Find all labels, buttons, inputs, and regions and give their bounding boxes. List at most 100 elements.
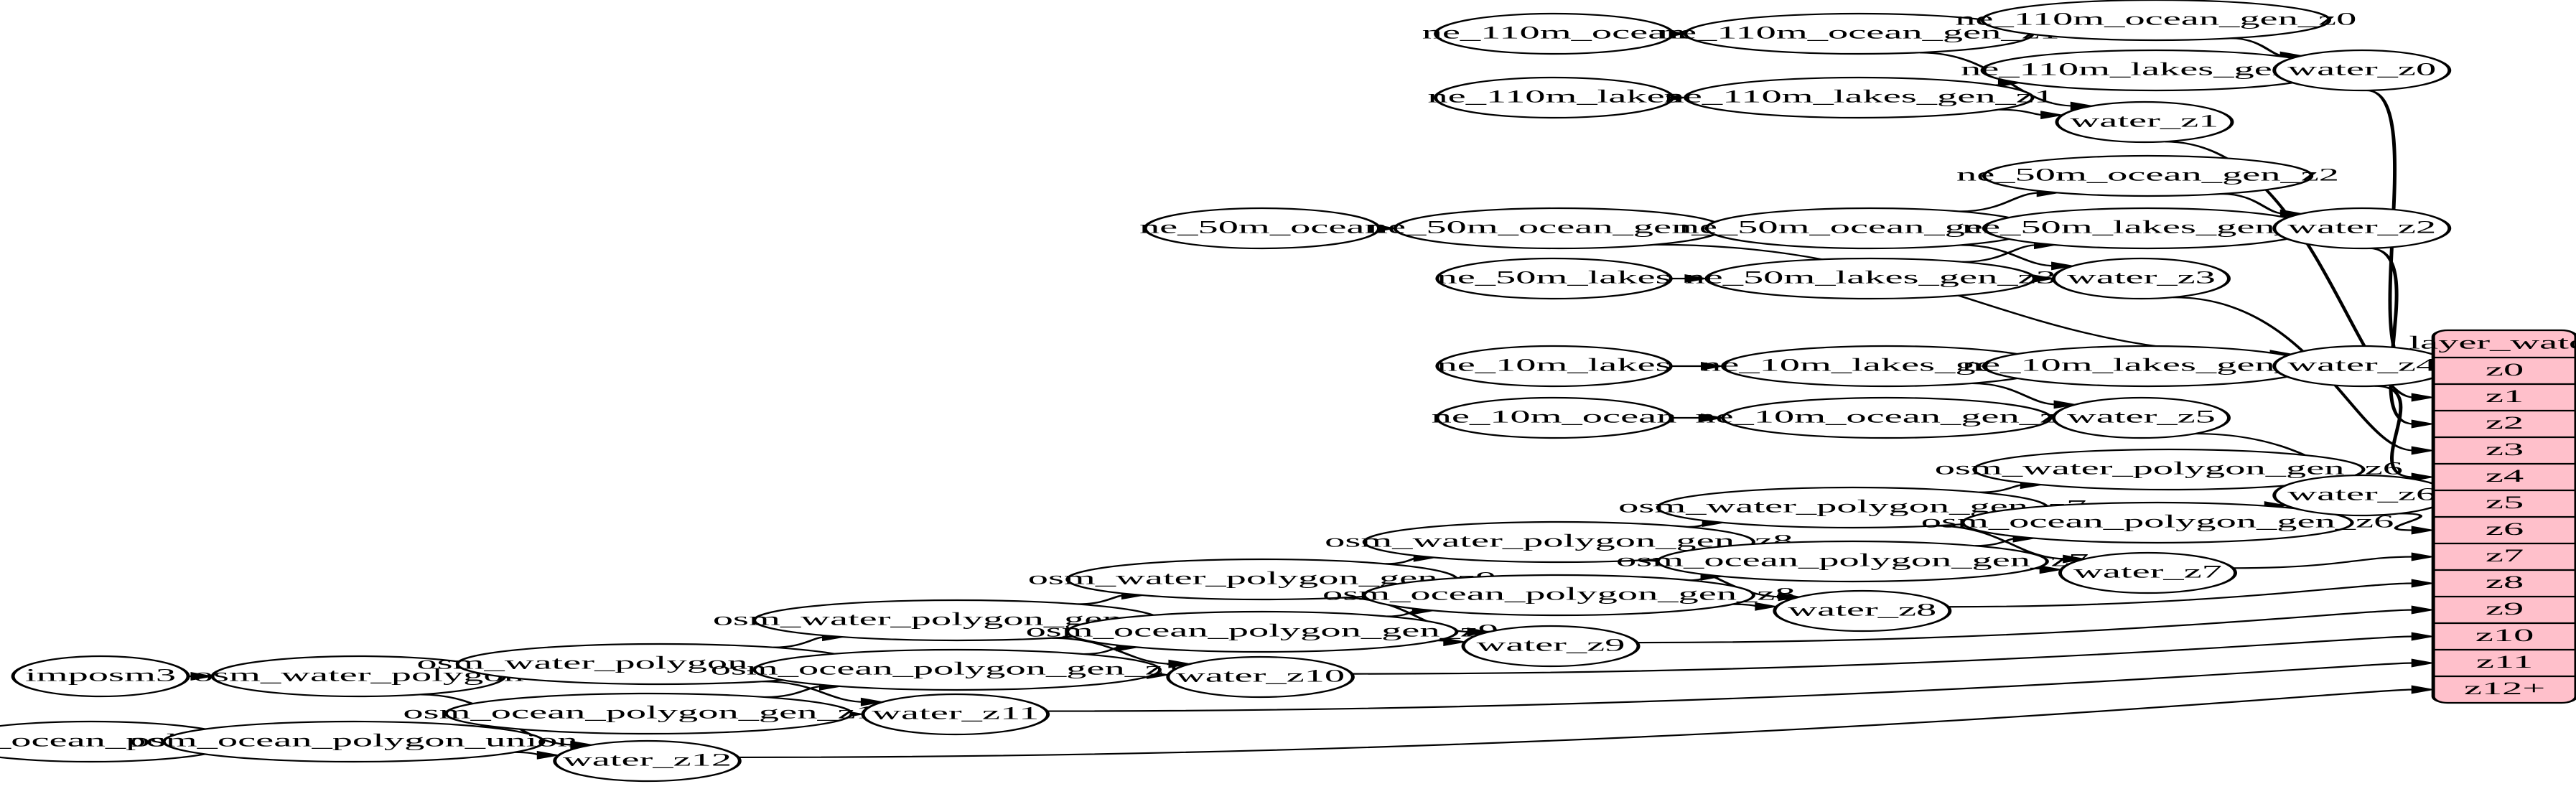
edge-osm_water_polygon_gen_z7-to-water_z7 [1934,525,2067,560]
node-ne_10m_lakes_gen_z5[interactable]: ne_10m_lakes_gen_z5 [1701,345,2072,388]
node-osm_water_polygon_gen_z6[interactable]: osm_water_polygon_gen_z6 [1935,448,2403,491]
node-water_z8[interactable]: water_z8 [1773,589,1952,632]
layer-water-row-z11[interactable]: z11 [2476,652,2533,671]
layer-water-row-z10[interactable]: z10 [2475,625,2534,645]
layer-water-row-z8[interactable]: z8 [2486,572,2524,592]
node-shape-water_z5 [2051,396,2231,439]
node-ne_110m_ocean[interactable]: ne_110m_ocean [1422,12,1686,55]
arrow-head [2411,446,2436,455]
node-ne_110m_lakes[interactable]: ne_110m_lakes [1427,76,1681,119]
node-osm_ocean_polygon_gen_z9[interactable]: osm_ocean_polygon_gen_z9 [1026,610,1499,653]
node-osm_water_polygon_gen_z10[interactable]: osm_water_polygon_gen_z10 [713,599,1201,642]
layer-water-row-z0[interactable]: z0 [2486,360,2524,379]
node-osm_ocean_polygon_gen_z8[interactable]: osm_ocean_polygon_gen_z8 [1322,574,1796,617]
node-osm_ocean_polygon_union[interactable]: osm_ocean_polygon_union [130,720,578,763]
node-ne_110m_lakes_gen_z1[interactable]: ne_110m_lakes_gen_z1 [1664,76,2055,119]
arrow-head [1778,592,1803,602]
edge-ne_50m_ocean_gen_z2-to-water_z2 [2221,192,2285,215]
edge-ne_110m_lakes_gen_z1-to-water_z1 [1998,108,2045,116]
node-label-ne_50m_ocean_gen_z2: ne_50m_ocean_gen_z2 [1956,165,2339,185]
node-osm_ocean_polygon_gen_z11[interactable]: osm_ocean_polygon_gen_z11 [403,692,895,735]
node-water_z11[interactable]: water_z11 [861,693,1050,736]
node-label-osm_water_polygon_gen_z6: osm_water_polygon_gen_z6 [1935,459,2403,478]
layer-water-row-z6[interactable]: z6 [2486,519,2524,538]
node-imposm3[interactable]: imposm3 [11,655,190,698]
arrow-head [190,672,215,681]
arrow-head [2040,111,2065,120]
node-shape-osm_ocean_polygon_gen_z11 [444,692,854,735]
node-ne_10m_lakes_gen_z4[interactable]: ne_10m_lakes_gen_z4 [1962,345,2334,388]
node-label-ne_50m_lakes_gen_z3: ne_50m_lakes_gen_z3 [1684,268,2055,287]
arrow-head [1443,638,1467,647]
node-label-ne_50m_ocean_gen_z4: ne_50m_ocean_gen_z4 [1368,218,1750,237]
layer-water-row-z3[interactable]: z3 [2486,439,2524,459]
node-label-osm_ocean_polygon_union: osm_ocean_polygon_union [130,731,578,750]
layer-water-row-z1[interactable]: z1 [2486,386,2524,406]
node-label-ne_110m_lakes: ne_110m_lakes [1427,87,1680,106]
node-label-water_z11: water_z11 [872,704,1039,723]
node-ne_50m_ocean[interactable]: ne_50m_ocean [1139,207,1385,250]
node-water_z1[interactable]: water_z1 [2055,101,2234,144]
edge-water_z2-to-layer-water-z2 [2369,247,2414,425]
node-shape-water_z2 [2272,207,2452,250]
node-water_z6[interactable]: water_z6 [2272,474,2452,517]
node-label-ne_50m_lakes_gen_z2: ne_50m_lakes_gen_z2 [1962,218,2333,237]
edge-water_z6-to-layer-water-z6 [2394,513,2422,531]
node-label-osm_ocean_polygon_gen_z10: osm_ocean_polygon_gen_z10 [711,659,1204,678]
edge-water_z8-to-layer-water-z8 [1948,582,2414,608]
node-water_z9[interactable]: water_z9 [1461,625,1641,668]
node-osm_ocean_polygon_gen_z6[interactable]: osm_ocean_polygon_gen_z6 [1921,501,2394,544]
node-label-ne_10m_lakes: ne_10m_lakes [1437,355,1671,375]
node-ne_50m_lakes_gen_z3[interactable]: ne_50m_lakes_gen_z3 [1684,257,2056,300]
node-ne_50m_ocean_gen_z2[interactable]: ne_50m_ocean_gen_z2 [1956,154,2339,197]
layer-water-row-z9[interactable]: z9 [2486,599,2524,618]
node-label-ne_50m_ocean: ne_50m_ocean [1139,218,1385,237]
arrow-head [1168,659,1193,668]
layer-water-row-z12+[interactable]: z12+ [2464,678,2545,698]
node-osm_ocean_polygon_gen_z10[interactable]: osm_ocean_polygon_gen_z10 [711,648,1204,691]
node-label-osm_ocean_polygon_gen_z8: osm_ocean_polygon_gen_z8 [1322,584,1796,604]
layer-water-row-z4[interactable]: z4 [2486,466,2524,485]
node-shape-water_z1 [2055,101,2234,144]
arrow-head [860,697,885,706]
node-shape-ne_50m_ocean_gen_z2 [1982,154,2314,197]
node-water_z12[interactable]: water_z12 [553,739,742,783]
arrow-head [1684,274,1709,283]
node-osm_ocean_polygon_gen_z7[interactable]: osm_ocean_polygon_gen_z7 [1616,540,2089,583]
arrow-head [1467,627,1492,637]
layer-water-table-group[interactable]: layer_waterz0z1z2z3z4z5z6z7z8z9z10z11z12… [2409,329,2576,704]
node-shape-water_z11 [861,693,1050,736]
node-shape-water_z0 [2272,49,2452,92]
node-ne_10m_ocean[interactable]: ne_10m_ocean [1432,396,1677,439]
arrow-head [2411,579,2436,588]
edge-ne_10m_lakes_gen_z5-to-water_z5 [1971,382,2058,406]
node-water_z2[interactable]: water_z2 [2272,207,2452,250]
edge-water_z11-to-layer-water-z11 [1046,662,2414,712]
node-water_z4[interactable]: water_z4 [2272,345,2452,388]
node-ne_50m_lakes[interactable]: ne_50m_lakes [1435,257,1673,300]
node-label-osm_ocean_polygon_gen_z7: osm_ocean_polygon_gen_z7 [1616,551,2089,570]
node-water_z0[interactable]: water_z0 [2272,49,2452,92]
node-water_z5[interactable]: water_z5 [2051,396,2231,439]
node-ne_10m_ocean_gen_z5[interactable]: ne_10m_ocean_gen_z5 [1695,396,2078,439]
nodes-layer: imposm3osm_water_polygonosm_ocean_polygo… [0,0,2452,783]
node-shape-osm_ocean_polygon_gen_z8 [1362,574,1755,617]
node-ne_10m_lakes[interactable]: ne_10m_lakes [1435,345,1673,388]
node-shape-ne_110m_lakes_gen_z1 [1684,76,2035,119]
node-water_z10[interactable]: water_z10 [1166,655,1355,699]
layer-water-row-z7[interactable]: z7 [2486,546,2524,565]
arrow-head [1701,414,1725,422]
node-label-ne_50m_lakes: ne_50m_lakes [1437,268,1671,287]
layer-water-row-z5[interactable]: z5 [2486,492,2524,512]
node-ne_50m_lakes_gen_z2[interactable]: ne_50m_lakes_gen_z2 [1962,207,2333,250]
node-ne_110m_ocean_gen_z0[interactable]: ne_110m_ocean_gen_z0 [1955,0,2356,42]
node-water_z3[interactable]: water_z3 [2051,257,2231,300]
node-label-water_z10: water_z10 [1176,666,1345,686]
layer-water-row-z2[interactable]: z2 [2486,413,2524,432]
node-water_z7[interactable]: water_z7 [2058,551,2238,594]
edge-osm_water_polygon_gen_z11-to-osm_water_polygon_gen_z10 [773,636,827,648]
node-osm_water_polygon[interactable]: osm_water_polygon [193,655,524,698]
node-shape-osm_ocean_polygon_gen_z10 [752,648,1162,691]
node-ne_50m_ocean_gen_z4[interactable]: ne_50m_ocean_gen_z4 [1368,207,1750,250]
